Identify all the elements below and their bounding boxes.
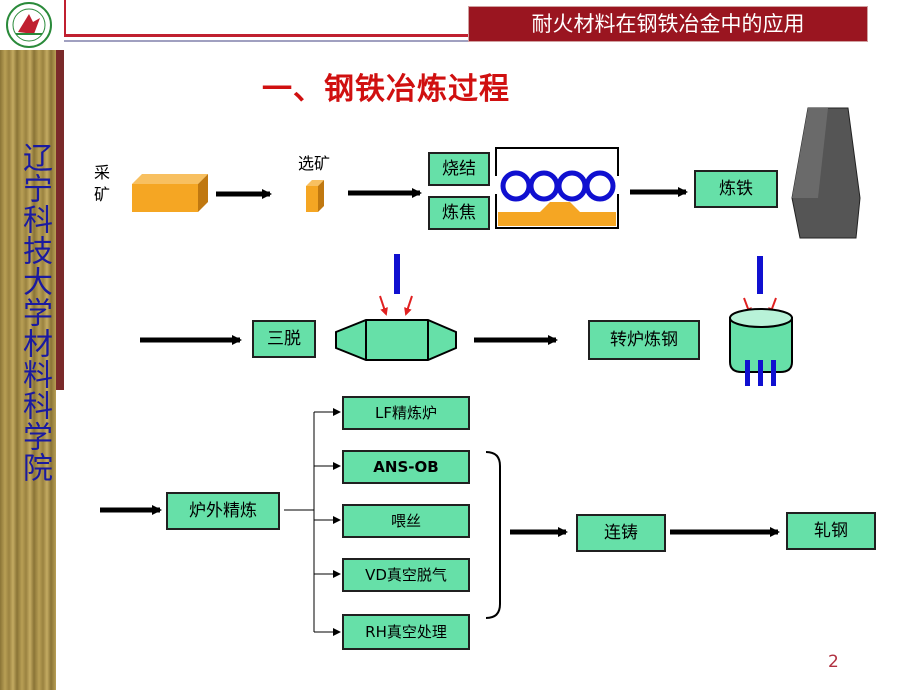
box-continuous-casting: 连铸 bbox=[576, 514, 666, 552]
header-vertical-rule bbox=[64, 0, 66, 34]
header-rule-top bbox=[64, 34, 468, 37]
converter-vessel-icon bbox=[729, 256, 793, 386]
box-coking: 炼焦 bbox=[428, 196, 490, 230]
box-lf-furnace: LF精炼炉 bbox=[342, 396, 470, 430]
school-logo bbox=[0, 0, 58, 50]
sidebar-edge bbox=[56, 50, 64, 390]
selected-ore-icon bbox=[306, 180, 324, 212]
header-rule-bottom bbox=[64, 40, 468, 42]
sinter-machine-icon bbox=[495, 147, 619, 229]
label-selection: 选矿 bbox=[298, 154, 331, 173]
page-number: 2 bbox=[828, 652, 839, 672]
ore-block-icon bbox=[132, 174, 208, 212]
box-ans-ob: ANS-OB bbox=[342, 450, 470, 484]
school-name-vertical: 辽宁科技大学材料科学院 bbox=[17, 142, 52, 483]
box-vd-degassing: VD真空脱气 bbox=[342, 558, 470, 592]
box-ironmaking: 炼铁 bbox=[694, 170, 778, 208]
blast-furnace-icon bbox=[791, 107, 861, 239]
box-three-removal: 三脱 bbox=[252, 320, 316, 358]
refining-branch-lines bbox=[284, 408, 341, 636]
box-rh-treatment: RH真空处理 bbox=[342, 614, 470, 650]
grouping-bracket bbox=[485, 451, 501, 619]
box-converter-steelmaking: 转炉炼钢 bbox=[588, 320, 700, 360]
box-rolling: 轧钢 bbox=[786, 512, 876, 550]
page-title: 一、钢铁冶炼过程 bbox=[262, 72, 510, 107]
label-mining: 采矿 bbox=[94, 163, 111, 204]
logo-emblem-icon bbox=[6, 2, 52, 48]
header-title: 耐火材料在钢铁冶金中的应用 bbox=[468, 6, 868, 42]
box-refining: 炉外精炼 bbox=[166, 492, 280, 530]
box-wire-feeding: 喂丝 bbox=[342, 504, 470, 538]
box-sinter: 烧结 bbox=[428, 152, 490, 186]
left-sidebar bbox=[0, 50, 56, 690]
torpedo-car-icon bbox=[335, 254, 457, 361]
